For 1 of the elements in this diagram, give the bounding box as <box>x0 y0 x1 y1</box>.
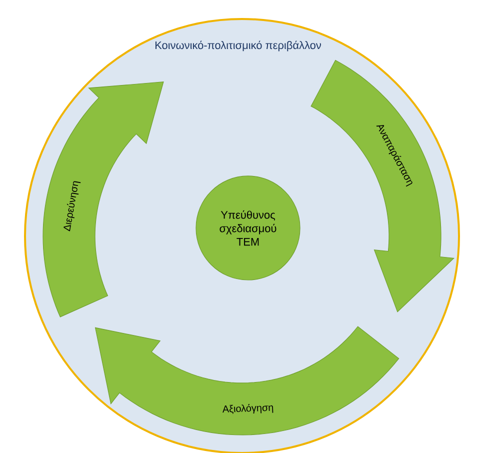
title: Κοινωνικό-πολιτισμικό περιβάλλον <box>156 40 321 52</box>
